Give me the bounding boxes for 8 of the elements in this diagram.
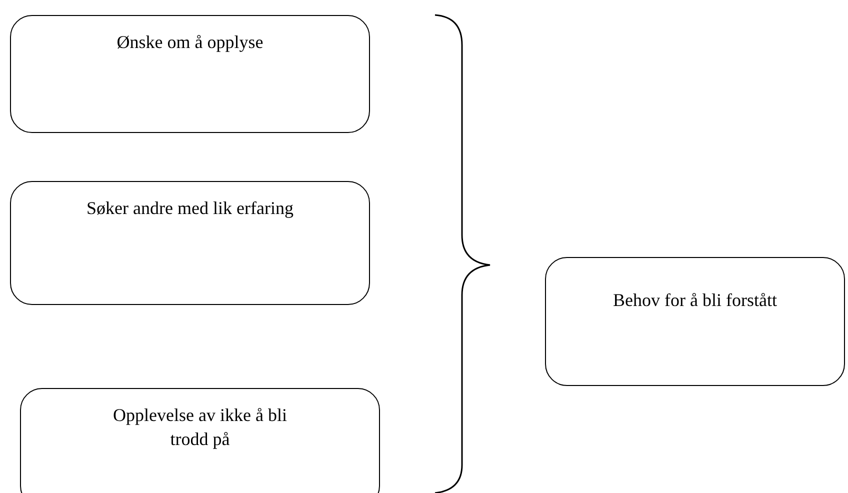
rounded-box [10,15,370,133]
rounded-box [545,257,845,386]
rounded-box [20,388,380,493]
box-label: Opplevelse av ikke å bli trodd på [112,404,288,451]
box-label: Ønske om å opplyse [116,31,264,54]
box-label: Søker andre med lik erfaring [86,197,294,220]
box-label: Behov for å bli forstått [612,289,778,312]
rounded-box [10,181,370,305]
